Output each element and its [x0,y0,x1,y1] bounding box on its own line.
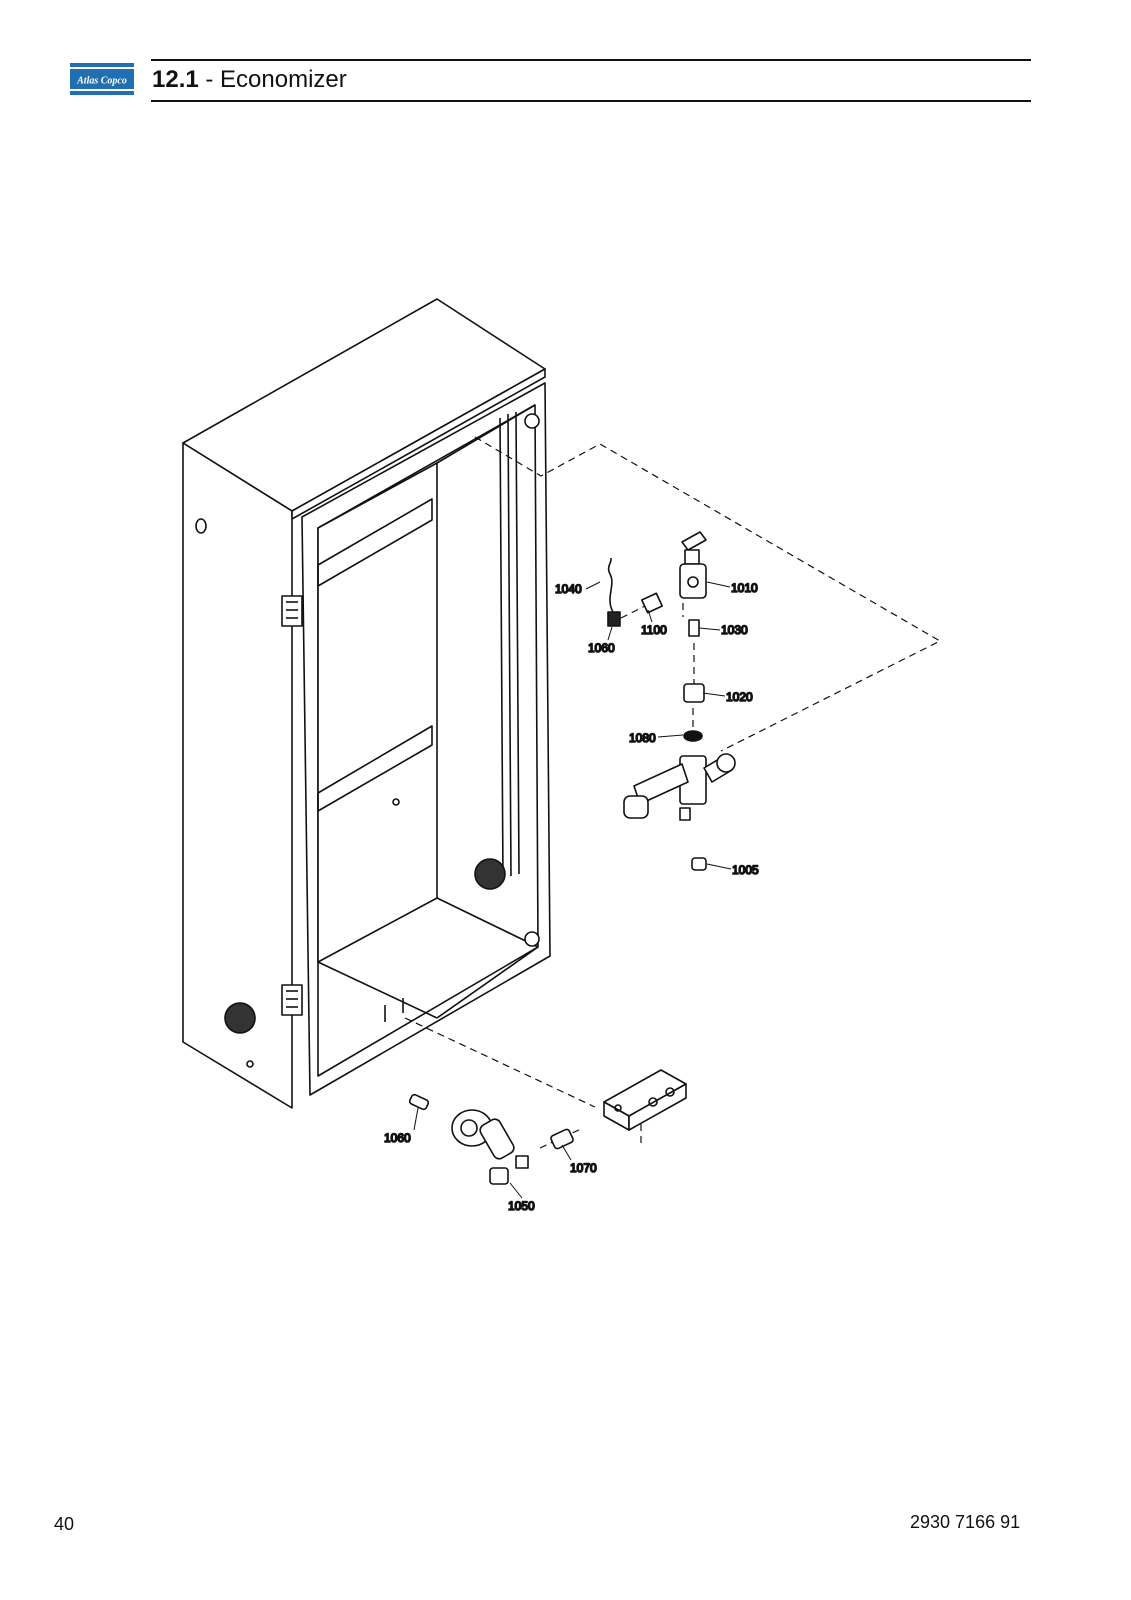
callout-1100: 1100 [641,623,667,637]
callout-1030: 1030 [721,623,748,637]
section-number: 12.1 [152,66,199,93]
callout-1005: 1005 [732,863,759,877]
atlas-copco-logo: Atlas Copco [70,63,134,95]
fitting-1100 [640,592,664,614]
valve-1010 [679,531,707,599]
callout-1050: 1050 [508,1199,535,1213]
header-rule-bottom [151,100,1031,102]
section-title: 12.1 - Economizer [152,65,347,95]
header-rule-top [151,59,1031,61]
callout-1060-bottom: 1060 [384,1131,411,1145]
logo-text: Atlas Copco [76,76,127,87]
cabinet [182,298,551,1109]
page-number: 40 [54,1514,75,1534]
washer-1080 [683,730,703,742]
cable-1040 [607,557,614,613]
solenoid-valve-1050 [451,1109,529,1185]
manifold-block [603,1069,687,1131]
section-title-text: Economizer [220,66,347,93]
callout-1060-top: 1060 [588,641,615,655]
tee-body [623,753,736,821]
fitting-1060-top [607,611,621,627]
callout-1080: 1080 [629,731,656,745]
plug-1005 [691,857,707,871]
fitting-1070 [550,1128,574,1150]
callout-1010: 1010 [731,581,758,595]
section-separator: - [198,66,221,93]
callout-1020: 1020 [726,690,753,704]
fitting-1060-bottom [408,1093,430,1111]
leader-lines [413,581,732,1199]
fitting-1020 [683,683,705,703]
document-number: 2930 7166 91 [910,1512,1021,1532]
fitting-1030 [688,619,700,637]
callout-1040: 1040 [555,582,582,596]
callout-1070: 1070 [570,1161,597,1175]
